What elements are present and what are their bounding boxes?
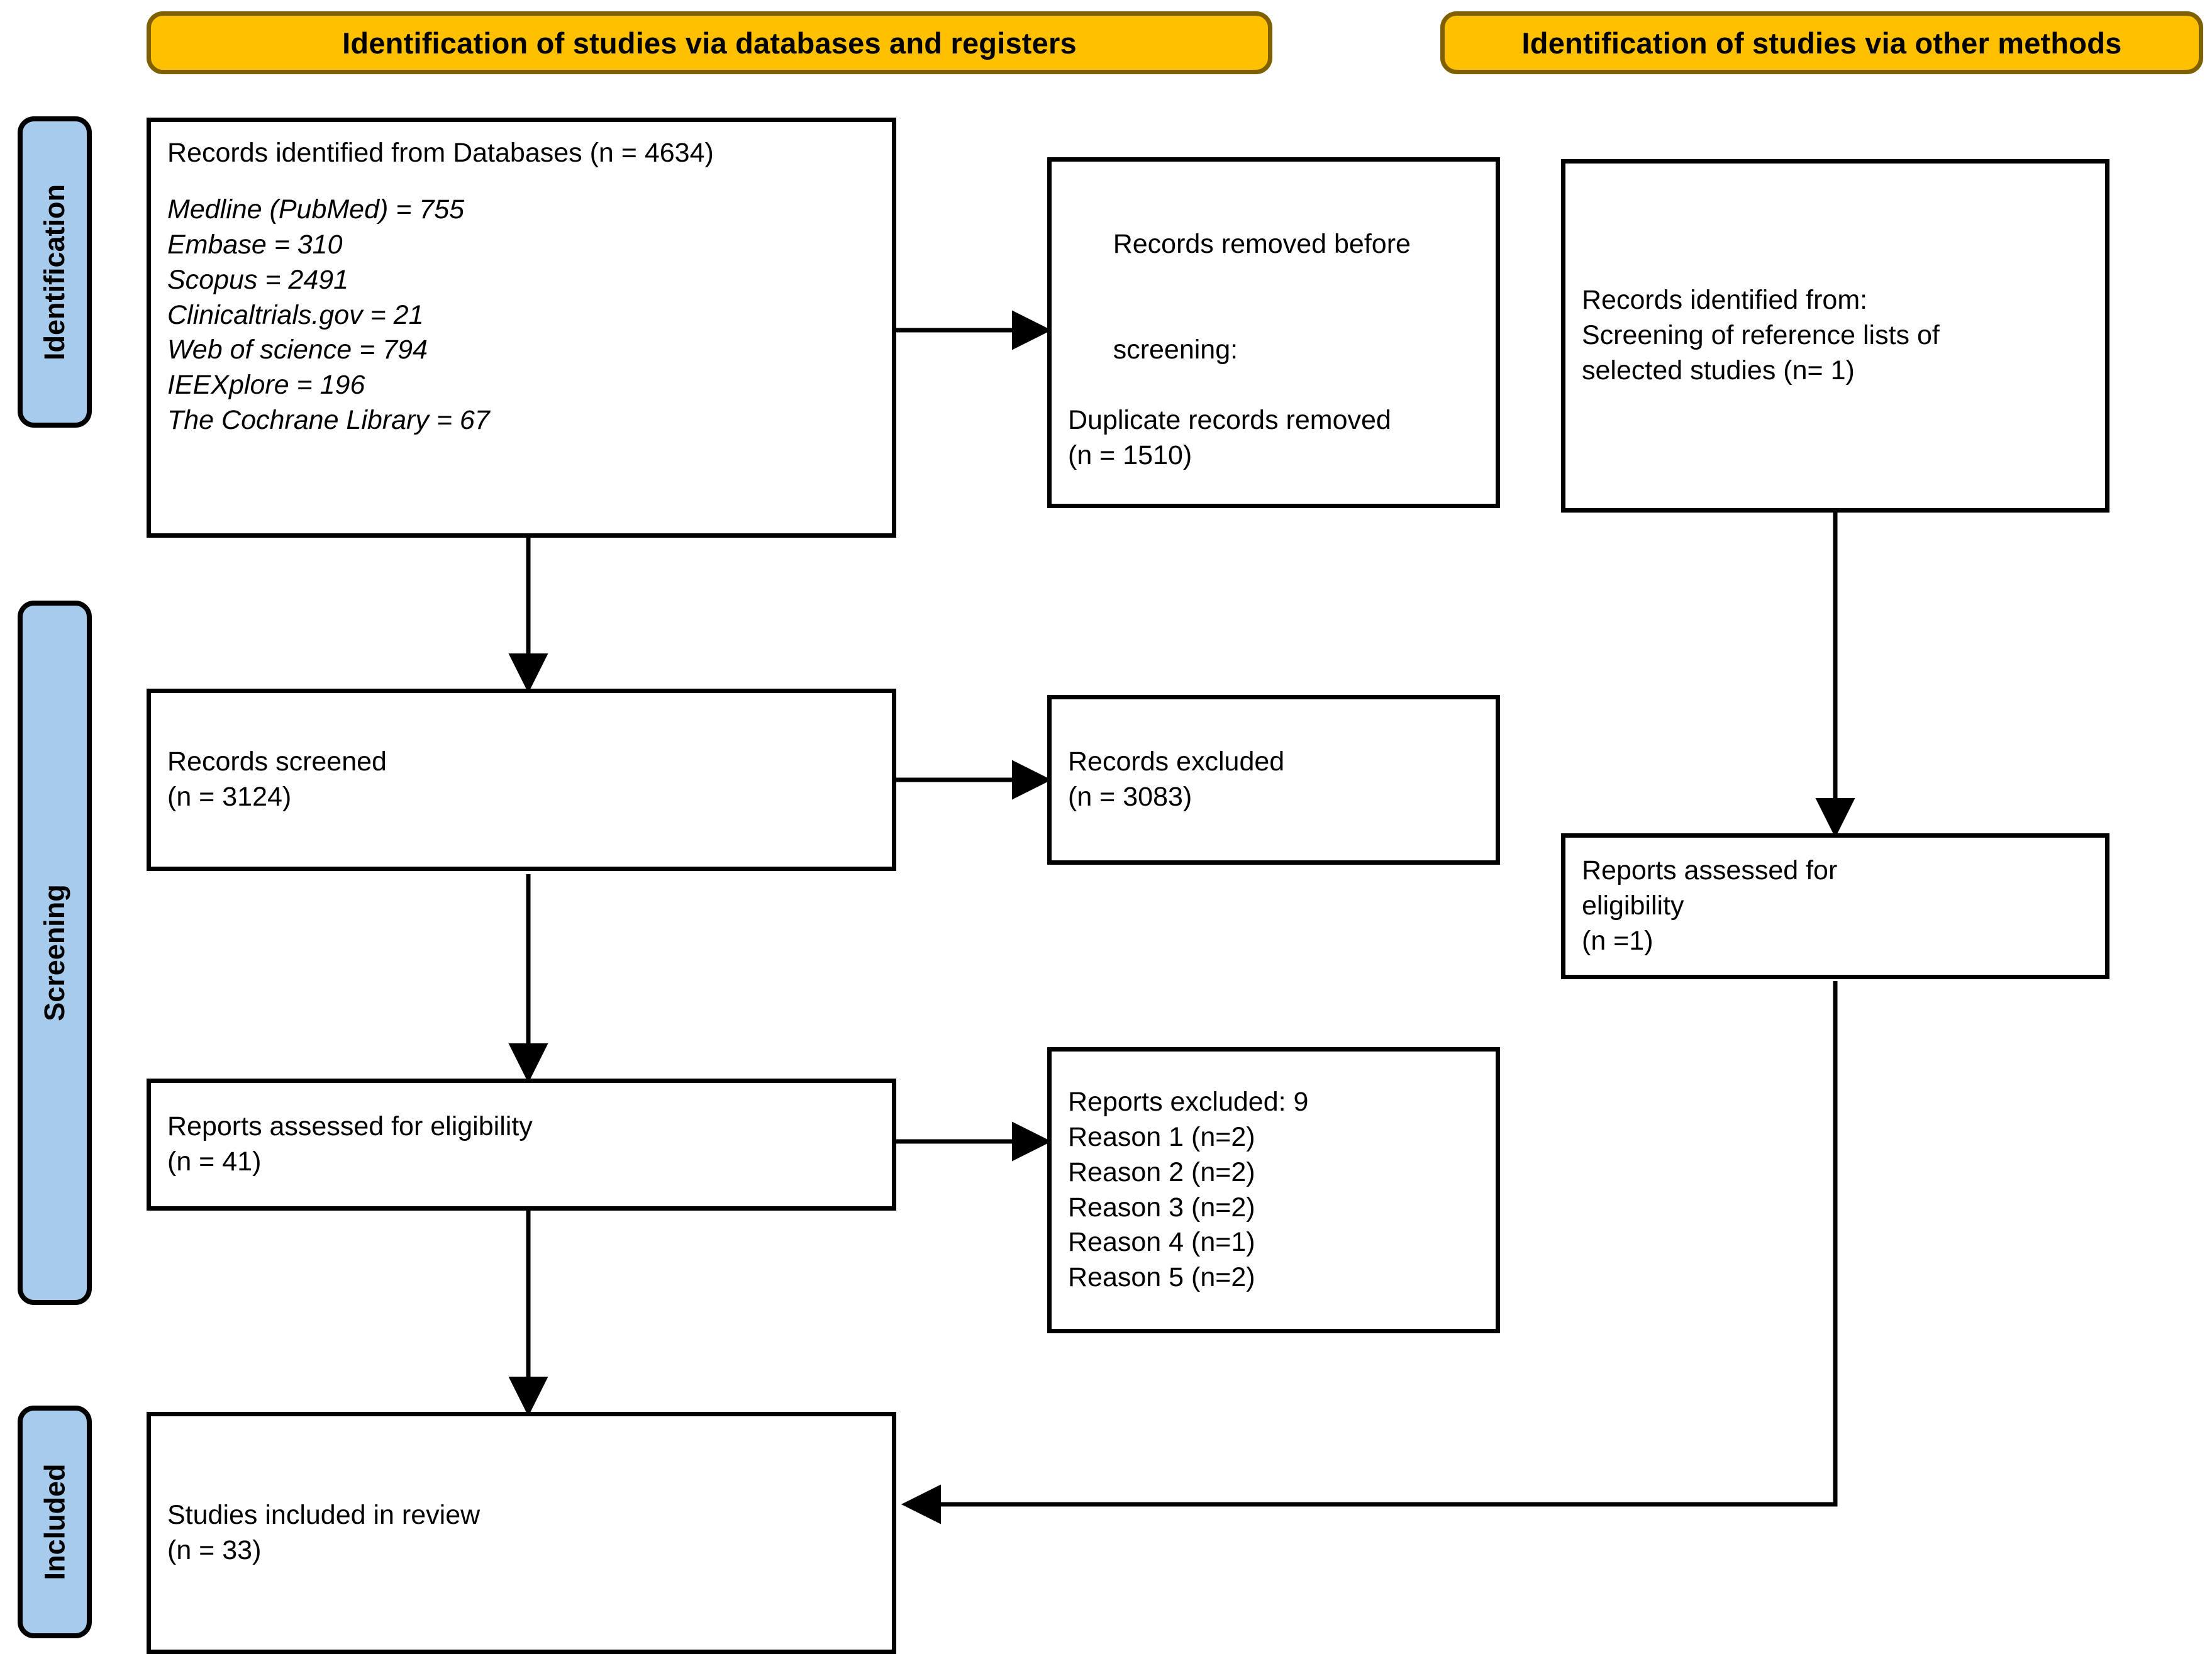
reports-assessed-line2: (n = 41) [167, 1146, 262, 1177]
records-removed-line4: (n = 1510) [1068, 440, 1192, 470]
reason-3: Reason 3 (n=2) [1068, 1192, 1255, 1223]
records-removed-line2-plain: : [1230, 335, 1238, 365]
source-cochrane: The Cochrane Library = 67 [167, 405, 490, 436]
phase-header-databases-label: Identification of studies via databases … [342, 26, 1077, 60]
stage-bar-included: Included [18, 1406, 92, 1638]
records-removed-line2: screening: [1068, 297, 1479, 403]
reports-assessed-line1: Reports assessed for eligibility [167, 1111, 533, 1142]
phase-header-other-methods: Identification of studies via other meth… [1440, 11, 2203, 74]
source-scopus: Scopus = 2491 [167, 264, 349, 295]
studies-included-line2: (n = 33) [167, 1535, 262, 1565]
box-studies-included: Studies included in review (n = 33) [147, 1412, 896, 1654]
other-reports-assessed-line3: (n =1) [1582, 925, 1653, 956]
box-records-removed: Records removed before screening: Duplic… [1047, 157, 1500, 508]
records-identified-spacer [167, 171, 875, 192]
records-identified-title: Records identified from Databases (n = 4… [167, 138, 714, 168]
studies-included-line1: Studies included in review [167, 1499, 481, 1530]
records-removed-line1: Records removed before [1068, 192, 1479, 297]
source-clinicaltrials: Clinicaltrials.gov = 21 [167, 299, 424, 330]
box-other-reports-assessed: Reports assessed for eligibility (n =1) [1561, 833, 2109, 979]
records-removed-line1-plain: Records removed [1113, 229, 1334, 260]
box-records-screened: Records screened (n = 3124) [147, 689, 896, 871]
phase-header-databases: Identification of studies via databases … [147, 11, 1272, 74]
other-identified-line1: Records identified from: [1582, 285, 1868, 316]
other-reports-assessed-line2: eligibility [1582, 891, 1684, 921]
records-removed-line3: Duplicate records removed [1068, 404, 1391, 435]
other-identified-line3: selected studies (n= 1) [1582, 355, 1855, 386]
stage-bar-screening-label: Screening [38, 884, 71, 1021]
other-reports-assessed-line1: Reports assessed for [1582, 855, 1838, 886]
box-reports-excluded: Reports excluded: 9 Reason 1 (n=2) Reaso… [1047, 1047, 1500, 1333]
records-excluded-line2: (n = 3083) [1068, 782, 1192, 812]
box-reports-assessed: Reports assessed for eligibility (n = 41… [147, 1079, 896, 1211]
reason-1: Reason 1 (n=2) [1068, 1121, 1255, 1152]
reports-excluded-title: Reports excluded: 9 [1068, 1086, 1309, 1117]
stage-bar-screening: Screening [18, 601, 92, 1305]
phase-header-other-methods-label: Identification of studies via other meth… [1521, 26, 2122, 60]
source-web-of-science: Web of science = 794 [167, 335, 428, 365]
reason-4: Reason 4 (n=1) [1068, 1227, 1255, 1258]
source-embase: Embase = 310 [167, 229, 343, 260]
stage-bar-included-label: Included [38, 1463, 71, 1580]
records-excluded-line1: Records excluded [1068, 747, 1285, 777]
records-removed-line2-italic: screening [1113, 335, 1231, 365]
box-records-excluded: Records excluded (n = 3083) [1047, 695, 1500, 865]
box-records-identified: Records identified from Databases (n = 4… [147, 118, 896, 538]
records-screened-line2: (n = 3124) [167, 782, 292, 812]
other-identified-line2: Screening of reference lists of [1582, 320, 1940, 351]
stage-bar-identification-label: Identification [38, 184, 70, 360]
source-ieexplore: IEEXplore = 196 [167, 370, 365, 401]
reason-5: Reason 5 (n=2) [1068, 1262, 1255, 1293]
stage-bar-identification: Identification [18, 116, 92, 428]
reason-2: Reason 2 (n=2) [1068, 1157, 1255, 1187]
box-other-identified: Records identified from: Screening of re… [1561, 159, 2109, 513]
source-medline: Medline (PubMed) = 755 [167, 194, 465, 225]
records-screened-line1: Records screened [167, 747, 387, 777]
records-removed-line1-italic: before [1334, 229, 1411, 260]
